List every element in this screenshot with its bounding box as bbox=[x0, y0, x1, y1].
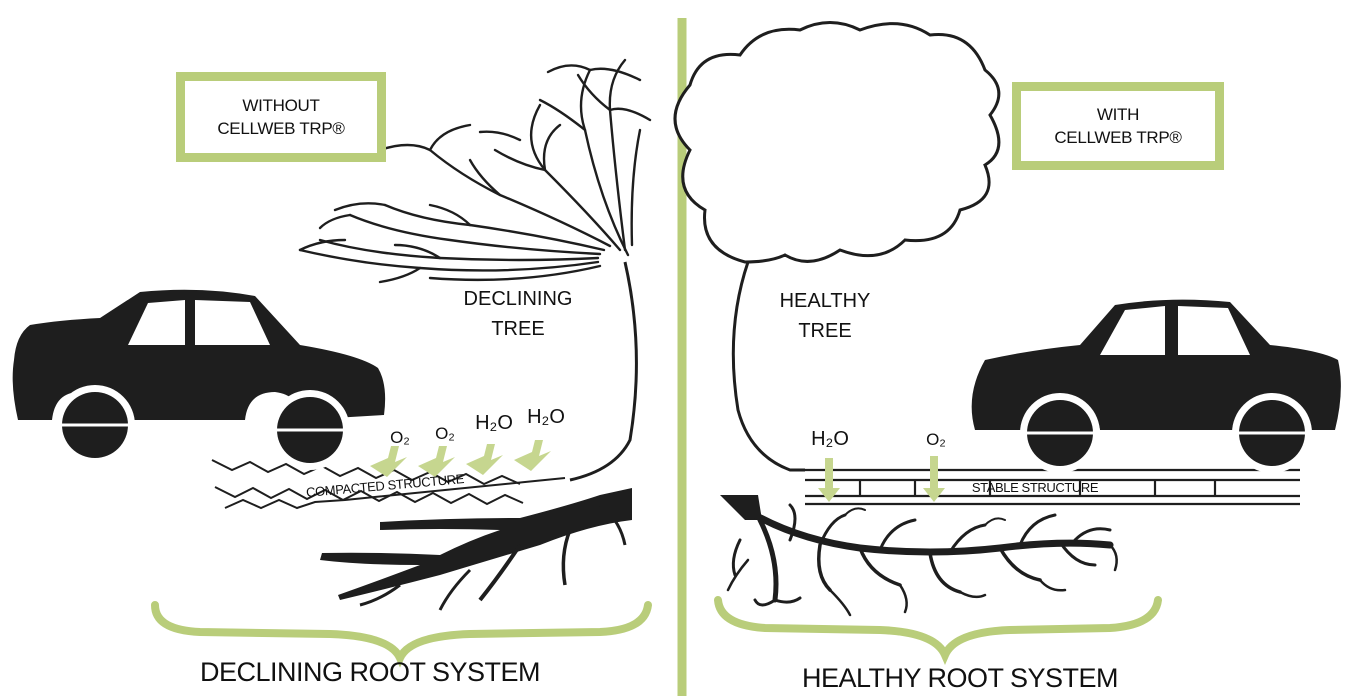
healthy-tree-label: HEALTHY TREE bbox=[765, 286, 885, 346]
o2-label: O₂ bbox=[380, 428, 420, 448]
h2o-label: H₂O bbox=[464, 412, 524, 435]
declining-root-icon bbox=[320, 488, 632, 610]
left-root-brace bbox=[155, 605, 648, 658]
box-line-1: WITHOUT bbox=[242, 94, 319, 117]
box-line-2: CELLWEB TRP® bbox=[217, 117, 344, 140]
without-cellweb-box: WITHOUT CELLWEB TRP® bbox=[176, 72, 386, 162]
car-icon bbox=[13, 290, 385, 470]
h2o-label: H₂O bbox=[516, 406, 576, 429]
healthy-root-icon bbox=[720, 495, 1117, 615]
tree-label-line-2: TREE bbox=[448, 314, 588, 344]
tree-label-line-1: HEALTHY bbox=[765, 286, 885, 316]
declining-root-system-label: DECLINING ROOT SYSTEM bbox=[190, 657, 550, 688]
box-line-1: WITH bbox=[1097, 103, 1139, 126]
tree-label-line-1: DECLINING bbox=[448, 284, 588, 314]
o2-label: O₂ bbox=[425, 424, 465, 444]
healthy-root-system-label: HEALTHY ROOT SYSTEM bbox=[790, 663, 1130, 694]
o2-label: O₂ bbox=[916, 430, 956, 450]
tree-label-line-2: TREE bbox=[765, 316, 885, 346]
car-icon bbox=[972, 300, 1341, 473]
healthy-tree-icon bbox=[675, 23, 999, 263]
declining-tree-label: DECLINING TREE bbox=[448, 284, 588, 344]
with-cellweb-box: WITH CELLWEB TRP® bbox=[1012, 82, 1224, 170]
box-line-2: CELLWEB TRP® bbox=[1054, 126, 1181, 149]
h2o-label: H₂O bbox=[800, 428, 860, 451]
stable-structure-label: STABLE STRUCTURE bbox=[950, 480, 1120, 495]
right-root-brace bbox=[718, 600, 1158, 655]
